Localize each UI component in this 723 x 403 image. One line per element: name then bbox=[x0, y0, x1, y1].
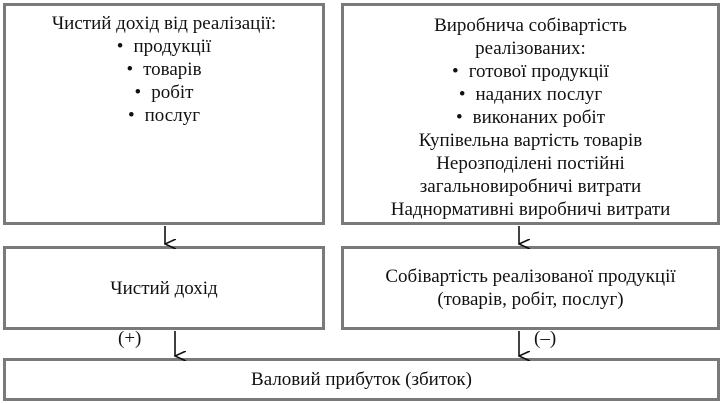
bullet-icon: • bbox=[452, 61, 459, 82]
cost-overhead-line2: загальновиробничі витрати bbox=[419, 176, 642, 197]
cost-overhead-line1: Нерозподілені постійні bbox=[436, 153, 625, 174]
revenue-sources-title: Чистий дохід від реалізації: bbox=[51, 13, 277, 34]
revenue-sources-box: Чистий дохід від реалізації: •продукції … bbox=[3, 3, 325, 225]
plus-sign-label: (+) bbox=[118, 328, 142, 349]
list-item: •готової продукції bbox=[452, 61, 609, 82]
cogs-label-line2: (товарів, робіт, послуг) bbox=[437, 289, 624, 310]
bullet-icon: • bbox=[127, 105, 135, 126]
list-item: •продукції bbox=[116, 36, 212, 57]
revenue-items-list: •продукції •товарів •робіт •послуг bbox=[6, 35, 322, 127]
list-item: •товарів bbox=[126, 59, 202, 80]
gross-profit-label: Валовий прибуток (збиток) bbox=[251, 369, 472, 390]
cost-sources-title-line1: Виробнича собівартість bbox=[434, 15, 627, 36]
cogs-label-line1: Собівартість реалізованої продукції bbox=[385, 266, 676, 287]
cost-sources-title-line2: реалізованих: bbox=[475, 38, 586, 59]
bullet-icon: • bbox=[116, 36, 124, 57]
cost-purchase-line: Купівельна вартість товарів bbox=[418, 130, 643, 151]
cost-sources-box: Виробнича собівартість реалізованих: •го… bbox=[341, 3, 720, 225]
list-item: •послуг bbox=[127, 105, 200, 126]
cost-items-list: •готової продукції •наданих послуг •вико… bbox=[344, 60, 717, 129]
bullet-icon: • bbox=[126, 59, 134, 80]
cost-excess-line: Наднормативні виробничі витрати bbox=[390, 199, 671, 220]
net-revenue-label: Чистий дохід bbox=[110, 277, 218, 299]
bullet-icon: • bbox=[456, 107, 463, 128]
list-item: •наданих послуг bbox=[458, 84, 603, 105]
bullet-icon: • bbox=[458, 84, 466, 105]
net-revenue-box: Чистий дохід bbox=[3, 246, 325, 330]
gross-profit-box: Валовий прибуток (збиток) bbox=[3, 358, 720, 401]
minus-sign-label: (–) bbox=[534, 328, 557, 349]
list-item: •виконаних робіт bbox=[456, 107, 605, 128]
cogs-box: Собівартість реалізованої продукції (тов… bbox=[341, 246, 720, 330]
bullet-icon: • bbox=[134, 82, 142, 103]
list-item: •робіт bbox=[134, 82, 194, 103]
